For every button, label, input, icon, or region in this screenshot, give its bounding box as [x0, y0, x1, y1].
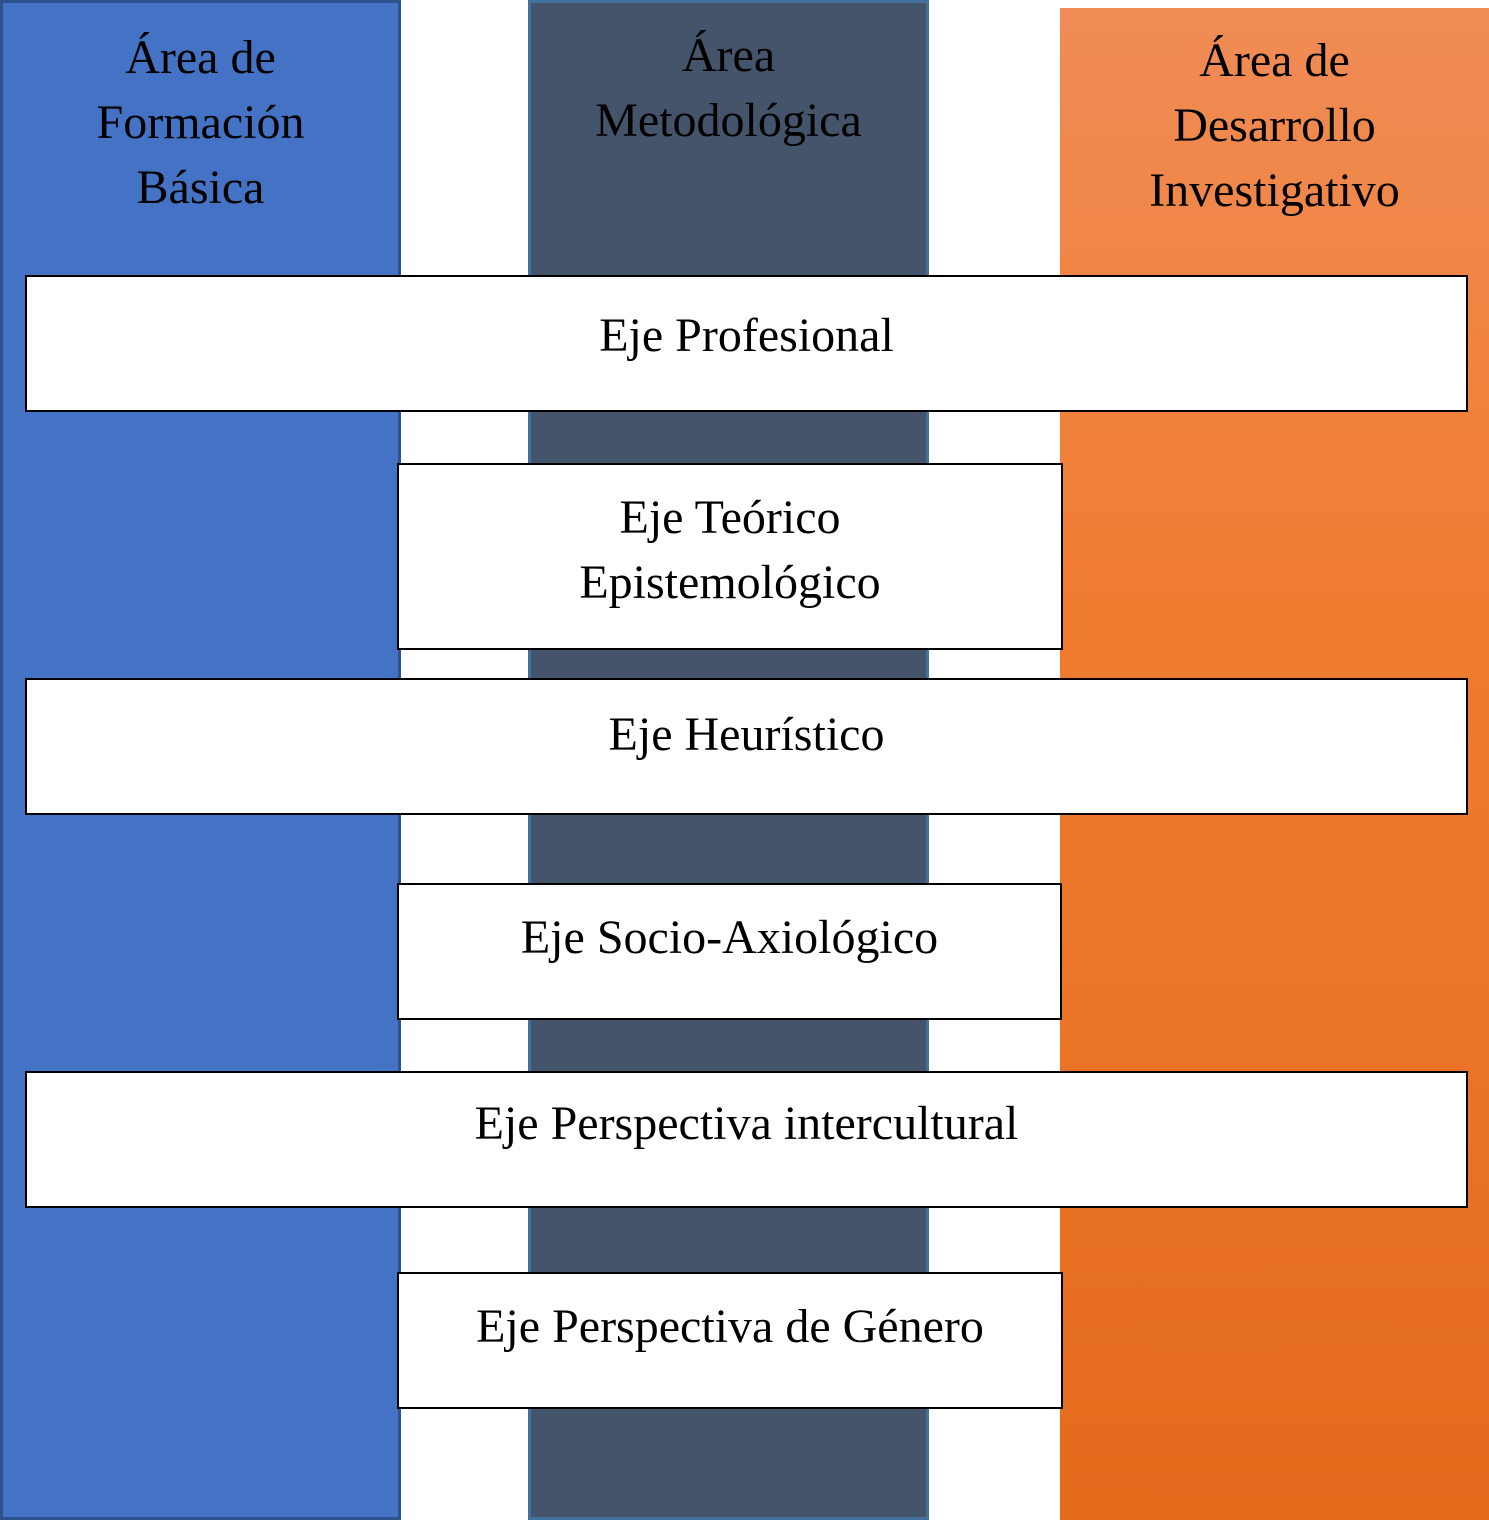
area-desarrollo-investigativo-title: Área de Desarrollo Investigativo [1149, 34, 1400, 217]
axis-teorico-epistemologico: Eje Teórico Epistemológico [397, 463, 1063, 650]
axis-profesional: Eje Profesional [25, 275, 1468, 412]
axis-perspectiva-intercultural: Eje Perspectiva intercultural [25, 1071, 1468, 1208]
axis-socio-axiologico: Eje Socio-Axiológico [397, 883, 1062, 1020]
axis-heuristico: Eje Heurístico [25, 678, 1468, 815]
axis-perspectiva-genero: Eje Perspectiva de Género [397, 1272, 1063, 1409]
area-formacion-basica-title: Área de Formación Básica [96, 31, 305, 214]
area-metodologica-title: Área Metodológica [595, 29, 862, 147]
